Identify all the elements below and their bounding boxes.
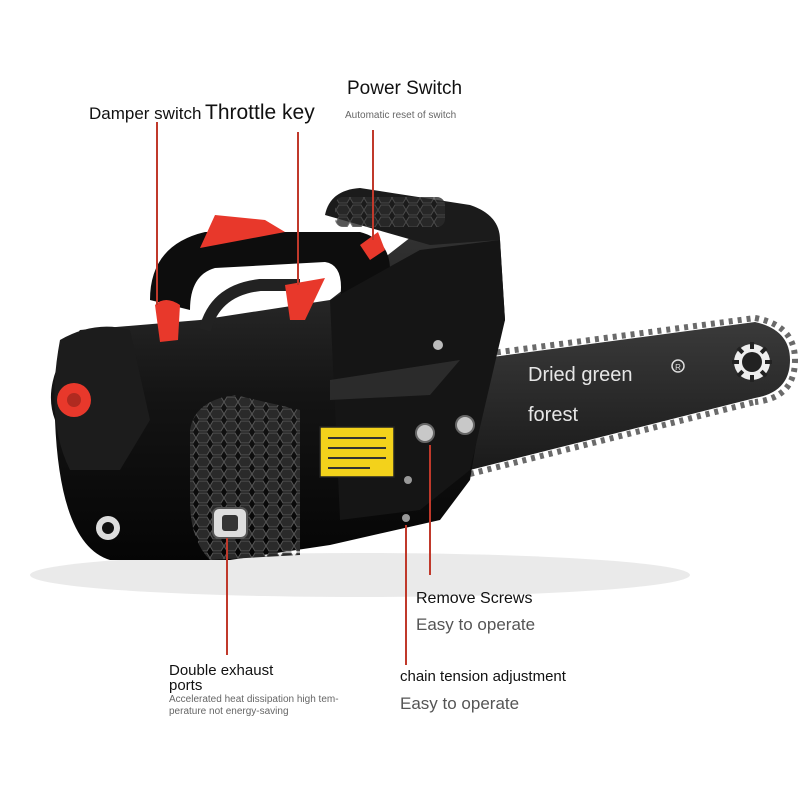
damper-switch-title: Damper switch [89, 104, 202, 123]
bar-text-line2: forest [528, 404, 579, 426]
red-accents [57, 215, 385, 417]
chain-tension-note: Easy to operate [400, 694, 520, 713]
guide-bar [469, 315, 799, 477]
sprocket-icon [732, 342, 772, 382]
registered-mark-icon: R [671, 359, 685, 373]
exhaust-note-line2: perature not energy-saving [169, 706, 289, 717]
bar-text-line1: Dried green [528, 364, 633, 386]
power-switch-title: Power Switch [347, 78, 463, 99]
engine-body [50, 188, 506, 560]
exhaust-title-line1: Double exhaust [169, 662, 274, 679]
exhaust-note-line1: Accelerated heat dissipation high tem- [169, 694, 339, 705]
chain-tension-title: chain tension adjustment [400, 668, 566, 685]
exhaust-title-line2: ports [169, 677, 203, 694]
power-switch-note: Automatic reset of switch [345, 110, 457, 121]
svg-text:R: R [675, 363, 681, 372]
remove-screws-title: Remove Screws [416, 590, 533, 607]
throttle-key-title: Throttle key [205, 101, 315, 124]
warning-sticker-icon [319, 426, 395, 478]
remove-screws-note: Easy to operate [416, 615, 536, 634]
